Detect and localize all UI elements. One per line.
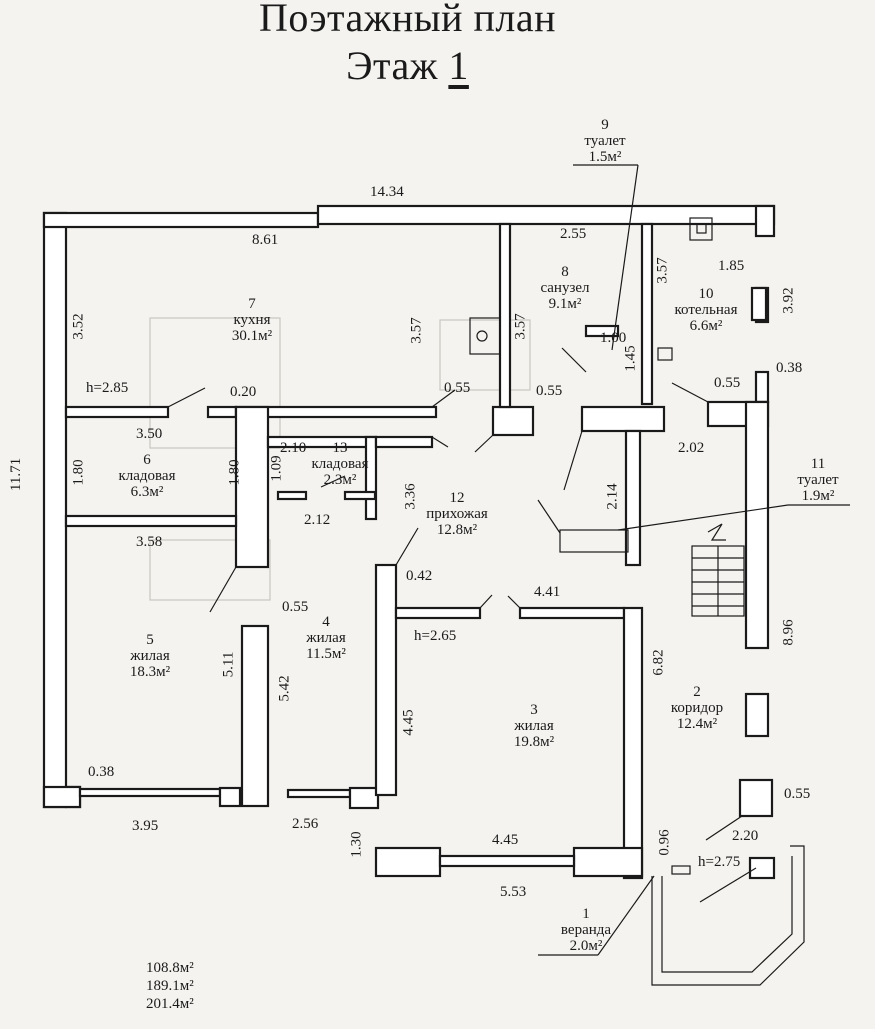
total-area-2: 189.1м²: [146, 978, 194, 994]
total-area-1: 108.8м²: [146, 960, 194, 976]
dim-label: 2.02: [678, 440, 705, 456]
dim-label: 1.45: [622, 345, 639, 372]
dim-label: 3.52: [70, 313, 87, 340]
plan-title: Поэтажный план: [258, 0, 557, 40]
fixtures: [276, 217, 713, 553]
dim-label: 2.56: [292, 816, 319, 832]
dim-label: 3.57: [512, 313, 529, 340]
dim-label: 14.34: [370, 184, 404, 200]
dim-label: 4.45: [400, 709, 417, 736]
floor-number: 1: [448, 43, 469, 88]
floor-title: Этаж 1: [0, 42, 815, 89]
dim-label: 2.14: [604, 483, 621, 510]
dim-label: 8.96: [780, 619, 797, 646]
dim-label: 8.61: [252, 232, 279, 248]
dim-label: 0.55: [536, 383, 563, 399]
dim-label: 0.38: [776, 360, 803, 376]
dim-label: 1.85: [718, 258, 745, 274]
dim-label: 4.45: [492, 832, 519, 848]
dim-label: 1.09: [268, 455, 285, 482]
leader-lines: [538, 164, 850, 956]
exterior-walls: [42, 204, 776, 810]
dim-label: 5.53: [500, 884, 527, 900]
dim-label: 0.38: [88, 764, 115, 780]
dim-label: 1.80: [70, 459, 87, 486]
dim-label: 0.42: [406, 568, 433, 584]
dim-label: 3.57: [654, 257, 671, 284]
dim-label: 1.80: [226, 459, 243, 486]
dim-label: 11.71: [8, 457, 25, 492]
dim-label: 3.57: [408, 317, 425, 344]
dim-label: 2.10: [280, 440, 307, 456]
dim-label: 1.00: [600, 330, 627, 346]
dim-label: 5.42: [276, 675, 293, 702]
floor-word: Этаж: [346, 43, 438, 88]
dim-label: 3.92: [780, 287, 797, 314]
staircase: [691, 523, 745, 617]
dim-label: 2.20: [732, 828, 759, 844]
dim-label: 0.55: [714, 375, 741, 391]
dim-label: 0.55: [282, 599, 309, 615]
dim-label: h=2.65: [414, 628, 457, 644]
dim-label: 6.82: [650, 649, 667, 676]
total-area-3: 201.4м²: [146, 996, 194, 1012]
dim-label: h=2.85: [86, 380, 129, 396]
dim-label: 3.36: [402, 483, 419, 510]
dim-label: 0.55: [444, 380, 471, 396]
dim-label: 4.41: [534, 584, 561, 600]
dim-label: 0.55: [784, 786, 811, 802]
dim-label: h=2.75: [698, 854, 741, 870]
dim-label: 0.96: [656, 829, 673, 856]
dim-label: 3.58: [136, 534, 163, 550]
dim-label: 5.11: [220, 651, 237, 678]
dim-label: 2.55: [560, 226, 587, 242]
dim-label: 0.20: [230, 384, 257, 400]
dim-label: 3.50: [136, 426, 163, 442]
veranda-outline: [651, 845, 805, 986]
dim-label: 1.30: [348, 831, 365, 858]
background-traces: [149, 317, 531, 601]
door-swings: [167, 347, 743, 841]
dim-label: 2.12: [304, 512, 331, 528]
interior-walls: [64, 222, 776, 880]
dim-label: 3.95: [132, 818, 159, 834]
